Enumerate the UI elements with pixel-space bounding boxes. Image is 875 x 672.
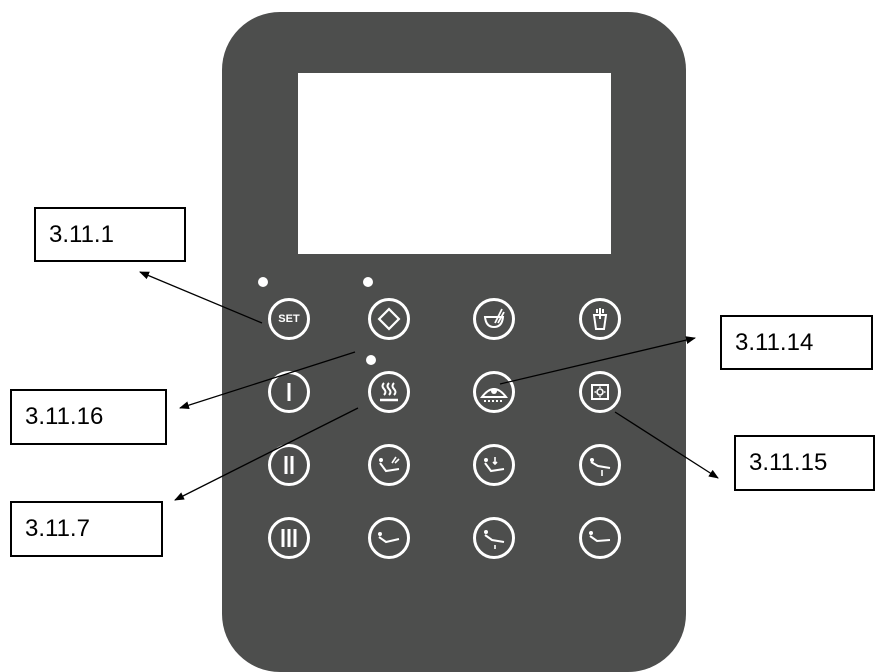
diamond-icon xyxy=(377,307,401,331)
chair-down-button[interactable] xyxy=(473,444,515,486)
backrest-down-icon xyxy=(378,532,400,544)
heater-icon xyxy=(380,382,398,402)
spittoon-flush-button[interactable] xyxy=(473,298,515,340)
set-button[interactable]: SET xyxy=(268,298,310,340)
callout-label: 3.11.14 xyxy=(735,328,814,356)
chair-reset-icon xyxy=(589,531,611,543)
arrow-3-11-14 xyxy=(499,336,696,385)
roman-one-icon xyxy=(287,383,291,401)
arrow-3-11-7 xyxy=(174,407,359,501)
arrow-3-11-16 xyxy=(179,351,356,410)
cup-fill-button[interactable] xyxy=(579,298,621,340)
callout-3-11-14: 3.11.14 xyxy=(720,315,873,370)
mode-led-indicator xyxy=(363,277,373,287)
roman-two-icon xyxy=(284,456,294,474)
chair-reset-button[interactable] xyxy=(579,517,621,559)
backrest-up-button[interactable] xyxy=(473,517,515,559)
set-button-label: SET xyxy=(278,313,300,325)
callout-label: 3.11.16 xyxy=(25,403,104,430)
backrest-down-button[interactable] xyxy=(368,517,410,559)
chair-down-icon xyxy=(484,457,505,473)
roman-three-icon xyxy=(281,529,297,547)
callout-label: 3.11.1 xyxy=(49,220,114,248)
set-led-indicator xyxy=(258,277,268,287)
cup-fill-icon xyxy=(592,308,608,330)
operating-light-button[interactable] xyxy=(473,371,515,413)
backrest-up-icon xyxy=(484,530,505,549)
water-heater-button[interactable] xyxy=(368,371,410,413)
film-viewer-button[interactable] xyxy=(579,371,621,413)
arrow-3-11-15 xyxy=(614,411,719,479)
callout-3-11-7: 3.11.7 xyxy=(10,501,163,557)
spittoon-icon xyxy=(483,308,505,329)
operating-lamp-icon xyxy=(479,388,509,402)
callout-3-11-16: 3.11.16 xyxy=(10,389,167,445)
film-viewer-icon xyxy=(591,384,609,400)
arrow-3-11-1 xyxy=(139,271,263,324)
callout-arrows xyxy=(139,271,719,501)
chair-rinse-icon xyxy=(379,456,400,473)
mode-switch-button[interactable] xyxy=(368,298,410,340)
callout-3-11-15: 3.11.15 xyxy=(734,435,875,491)
display-screen xyxy=(298,73,611,254)
callout-label: 3.11.15 xyxy=(749,449,828,476)
position-3-button[interactable] xyxy=(268,517,310,559)
chair-rinse-position-button[interactable] xyxy=(368,444,410,486)
chair-up-button[interactable] xyxy=(579,444,621,486)
position-2-button[interactable] xyxy=(268,444,310,486)
chair-up-icon xyxy=(590,458,611,476)
callout-label: 3.11.7 xyxy=(25,515,90,542)
callout-3-11-1: 3.11.1 xyxy=(34,207,186,262)
heater-led-indicator xyxy=(366,355,376,365)
